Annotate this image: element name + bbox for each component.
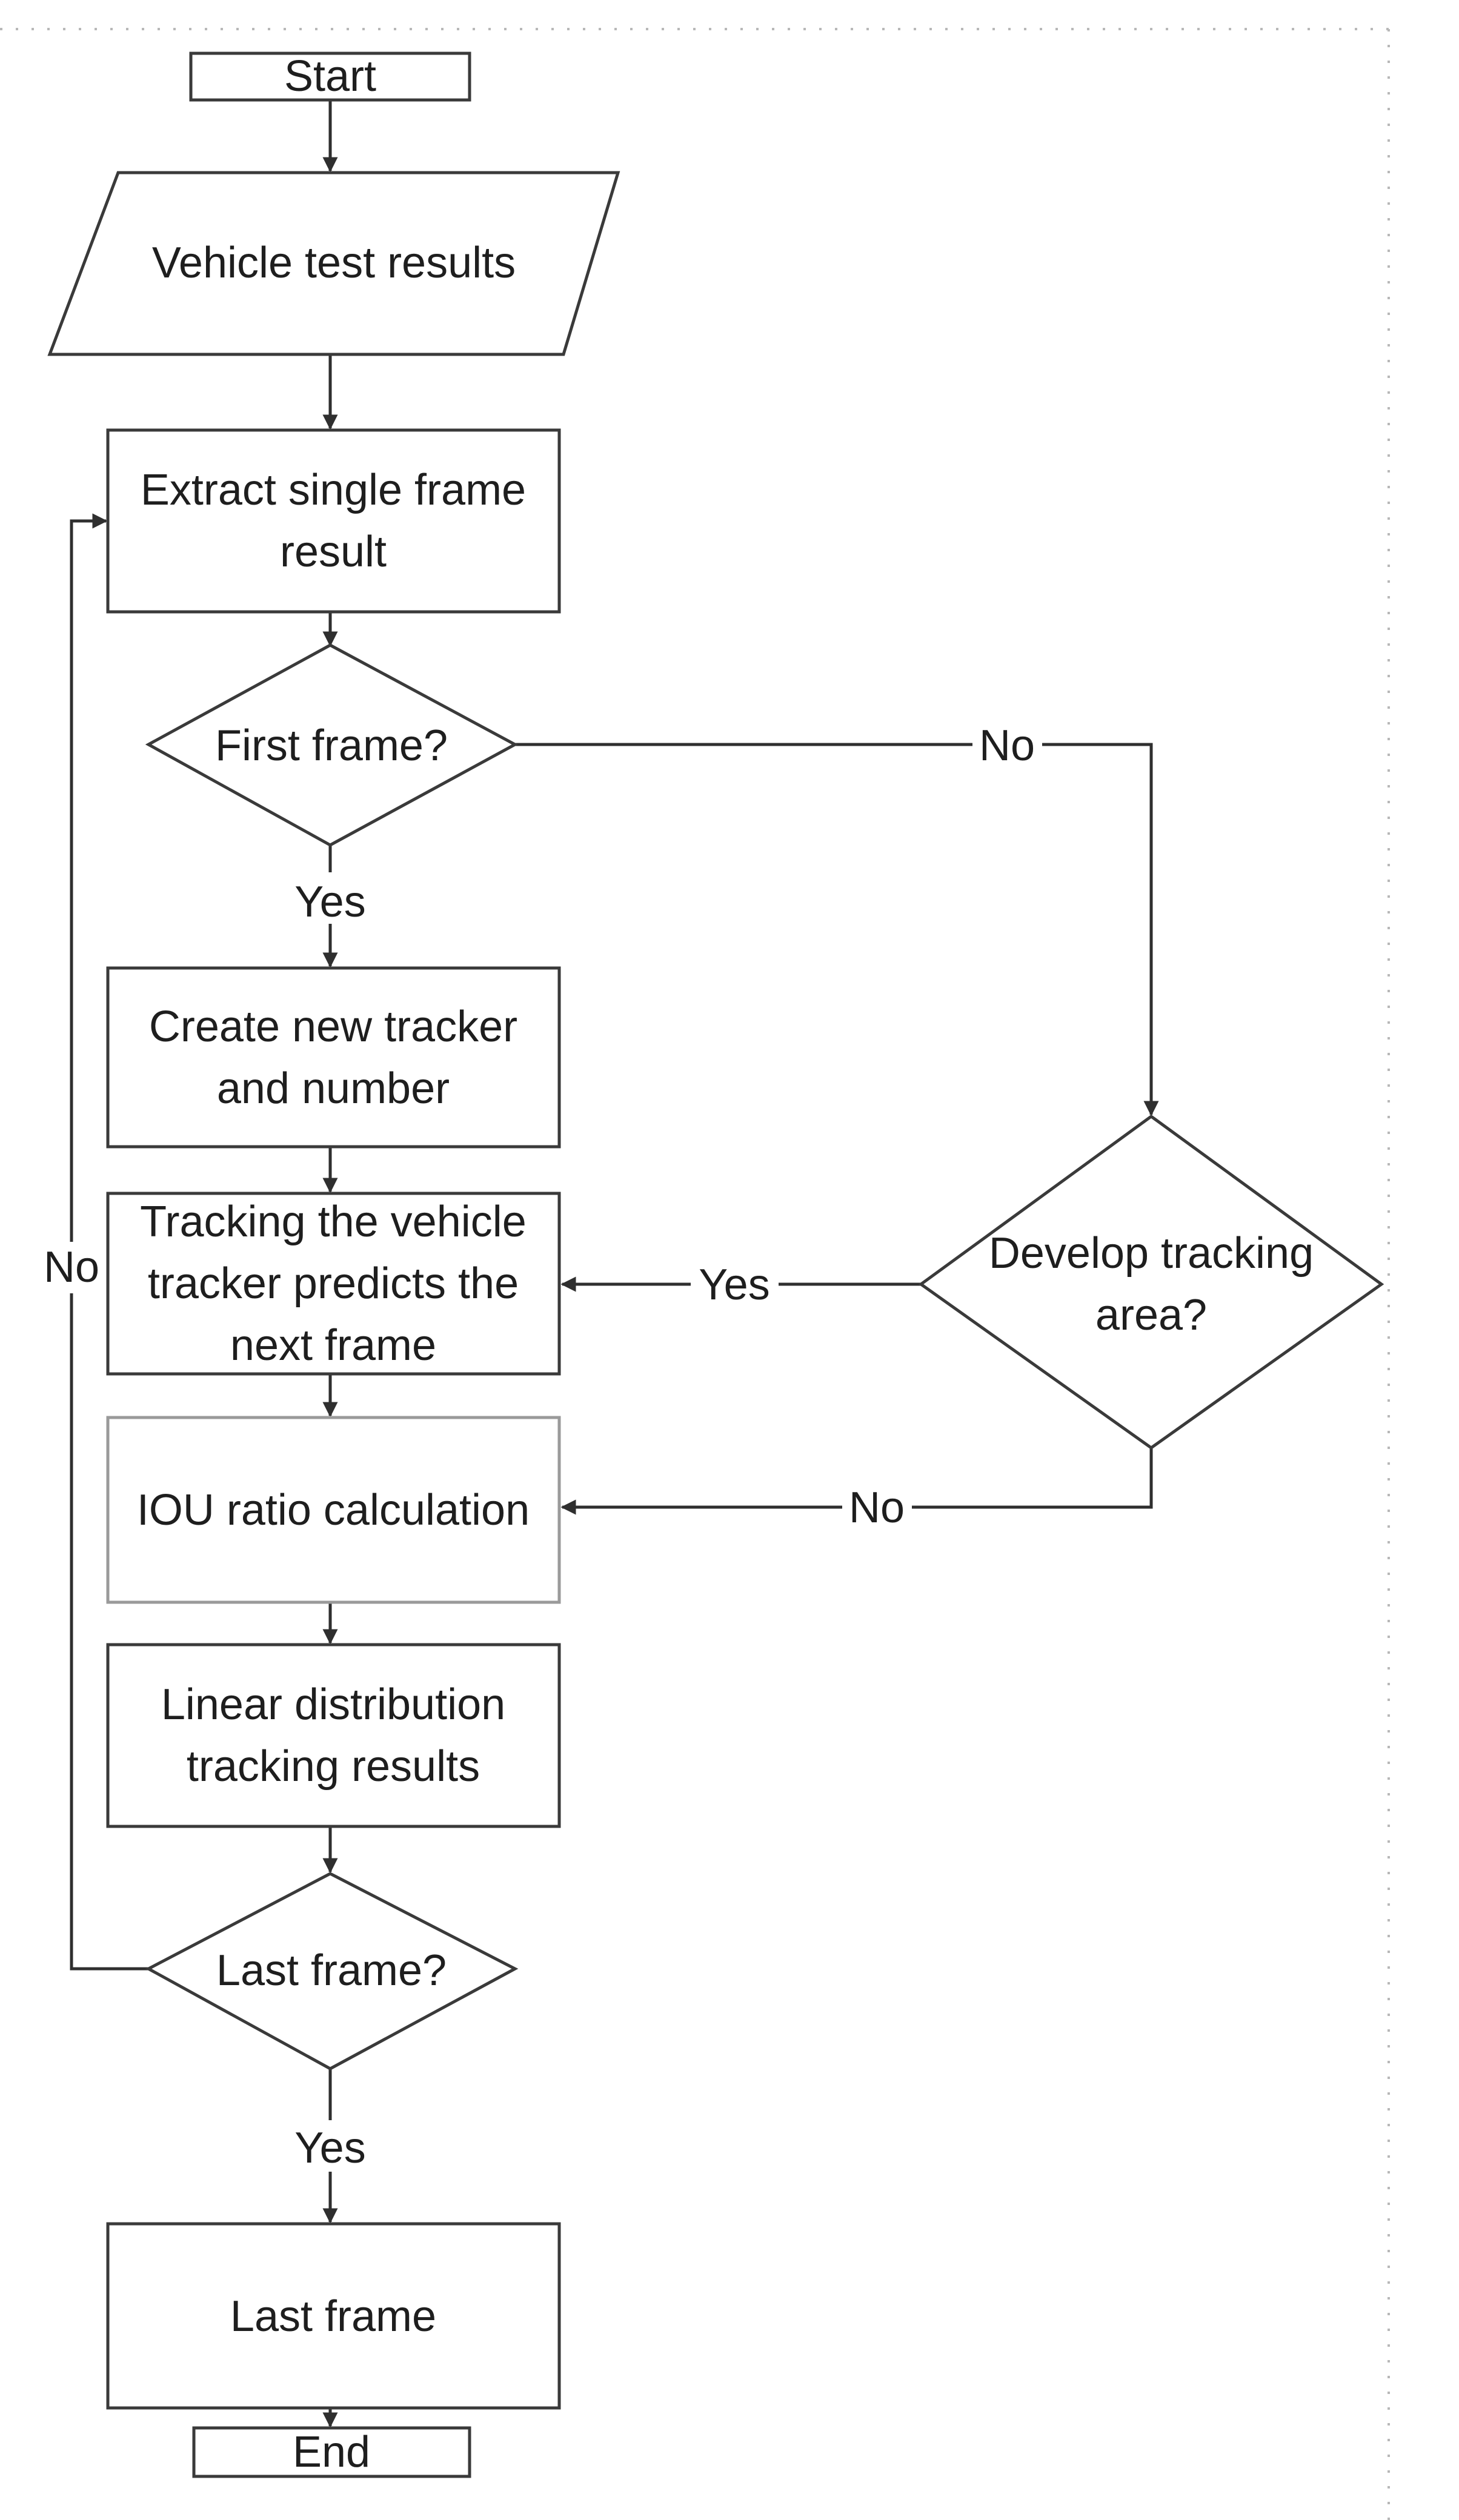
label-bg-last-frame-no <box>38 1242 107 1293</box>
linear-distribution-box <box>106 1643 561 1828</box>
edge-label-develop-no: No <box>849 1484 905 1532</box>
tracking-vehicle-box <box>106 1192 561 1376</box>
vehicle-test-results-label: Vehicle test results <box>152 239 516 287</box>
label-bg-develop-no <box>842 1484 912 1533</box>
last-frame-decision-label: Last frame? <box>216 1946 447 1995</box>
tracking-vehicle-text-area: Tracking the vehicle tracker predicts th… <box>140 1198 527 1370</box>
develop-tracking-decision <box>918 1114 1384 1450</box>
linear-distribution-label: Linear distribution tracking results <box>161 1680 506 1791</box>
edge-label-last-frame-no: No <box>44 1243 99 1292</box>
create-tracker-text-area: Create new tracker and number <box>148 1002 518 1113</box>
edge-label-develop-yes: Yes <box>699 1261 769 1309</box>
edge-label-last-frame-yes: Yes <box>294 2124 365 2172</box>
create-tracker-label: Create new tracker and number <box>148 1002 518 1113</box>
arrow-develop-no <box>560 1448 1153 1515</box>
end-label: End <box>293 2428 370 2476</box>
label-bg-last-frame-yes <box>288 2120 373 2172</box>
linear-distribution-text-area: Linear distribution tracking results <box>161 1680 506 1791</box>
iou-ratio-label: IOU ratio calculation <box>136 1485 530 1534</box>
first-frame-label: First frame? <box>215 721 448 770</box>
last-frame-box <box>106 2222 561 2410</box>
extract-single-frame-text-area: Extract single frame result <box>140 466 527 576</box>
extract-single-frame-box <box>106 428 561 614</box>
last-frame-decision <box>145 1872 519 2071</box>
extract-single-frame-label: Extract single frame result <box>140 466 527 576</box>
label-bg-develop-yes <box>691 1260 779 1311</box>
vehicle-test-results-input <box>47 171 620 356</box>
iou-ratio-text-area: IOU ratio calculation <box>136 1485 530 1534</box>
iou-ratio-box <box>106 1416 561 1604</box>
start-terminator <box>189 51 471 102</box>
last-frame-box-label: Last frame <box>230 2292 436 2341</box>
develop-tracking-label: Develop tracking area? <box>988 1229 1314 1339</box>
start-label: Start <box>284 52 376 101</box>
arrow-first-frame-no <box>515 743 1159 1116</box>
label-bg-first-frame-no <box>972 721 1042 769</box>
label-bg-first-frame-yes <box>288 872 373 924</box>
first-frame-decision <box>145 643 519 847</box>
create-tracker-box <box>106 966 561 1149</box>
tracking-vehicle-label: Tracking the vehicle tracker predicts th… <box>140 1198 527 1370</box>
edge-label-first-frame-yes: Yes <box>294 878 365 926</box>
develop-tracking-text-area: Develop tracking area? <box>988 1229 1314 1339</box>
edge-label-first-frame-no: No <box>979 721 1035 770</box>
end-terminator <box>192 2426 471 2478</box>
